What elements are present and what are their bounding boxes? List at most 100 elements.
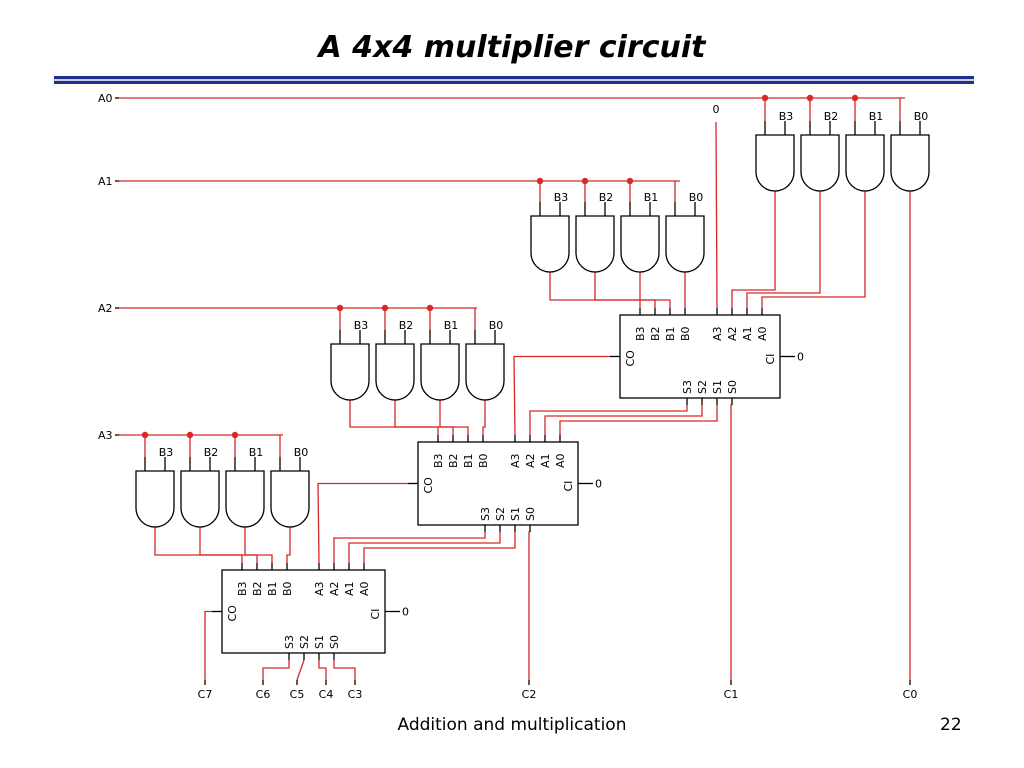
junction-dot xyxy=(851,94,859,102)
junction-dot xyxy=(761,94,769,102)
adder-pin-a2: A2 xyxy=(726,326,739,341)
adder-pin-b1: B1 xyxy=(462,453,475,468)
gate-label-b2: B2 xyxy=(599,191,614,204)
sum-to-adder-wire xyxy=(559,405,718,435)
and-gate-0-0 xyxy=(755,134,795,192)
input-label-a0: A0 xyxy=(98,92,113,105)
output-label-c3: C3 xyxy=(348,688,363,701)
input-label-a2: A2 xyxy=(98,302,113,315)
gate-label-b2: B2 xyxy=(824,110,839,123)
adder-pin-a1: A1 xyxy=(343,581,356,596)
junction-dot xyxy=(336,304,344,312)
gate-label-b2: B2 xyxy=(204,446,219,459)
gate-to-adder-wire xyxy=(199,527,258,563)
junction-dot xyxy=(426,304,434,312)
input-label-a1: A1 xyxy=(98,175,113,188)
adder-pin-b2: B2 xyxy=(649,326,662,341)
and-gate-2-3 xyxy=(465,343,505,401)
output-wire-c6 xyxy=(262,660,290,680)
adder-pin-b3: B3 xyxy=(236,581,249,596)
and-gate-2-2 xyxy=(420,343,460,401)
gate-label-b3: B3 xyxy=(159,446,174,459)
adder-pin-b3: B3 xyxy=(432,453,445,468)
constant-zero-label: 0 xyxy=(713,103,720,116)
junction-dot xyxy=(231,431,239,439)
adder-ci-value: 0 xyxy=(595,478,602,491)
adder-pin-a1: A1 xyxy=(539,453,552,468)
adder-pin-a2: A2 xyxy=(328,581,341,596)
and-gate-0-3 xyxy=(890,134,930,192)
gate-label-b1: B1 xyxy=(644,191,659,204)
adder-pin-s3: S3 xyxy=(681,380,694,394)
and-gate-1-2 xyxy=(620,215,660,273)
gate-label-b3: B3 xyxy=(554,191,569,204)
gate-to-adder-wire xyxy=(482,400,486,435)
junction-dot xyxy=(186,431,194,439)
output-label-c5: C5 xyxy=(290,688,305,701)
adder-pin-s0: S0 xyxy=(726,380,739,394)
adder-pin-s1: S1 xyxy=(313,635,326,649)
and-gate-3-0 xyxy=(135,470,175,528)
adder-pin-co: CO xyxy=(226,605,239,622)
adder-pin-s2: S2 xyxy=(298,635,311,649)
gate-label-b0: B0 xyxy=(914,110,929,123)
adder-pin-s2: S2 xyxy=(494,507,507,521)
adder-ci-value: 0 xyxy=(402,606,409,619)
and-gate-1-1 xyxy=(575,215,615,273)
gate-to-adder-wire xyxy=(639,272,671,308)
sum-to-adder-wire xyxy=(348,532,501,563)
adder-pin-s1: S1 xyxy=(711,380,724,394)
output-label-c6: C6 xyxy=(256,688,271,701)
output-wire-c7 xyxy=(204,610,212,680)
junction-dot xyxy=(381,304,389,312)
adder-pin-s3: S3 xyxy=(283,635,296,649)
gate-to-adder-wire xyxy=(244,527,273,563)
adder-pin-s1: S1 xyxy=(509,507,522,521)
and-gate-1-3 xyxy=(665,215,705,273)
adder-ci-value: 0 xyxy=(797,351,804,364)
adder-pin-b2: B2 xyxy=(251,581,264,596)
output-wire-c1 xyxy=(730,404,732,680)
carry-out-wire xyxy=(513,355,610,436)
and-gate-1-0 xyxy=(530,215,570,273)
and-gate-0-1 xyxy=(800,134,840,192)
adder-pin-co: CO xyxy=(422,477,435,494)
adder-pin-ci: CI xyxy=(562,481,575,492)
adder-pin-s0: S0 xyxy=(328,635,341,649)
page-number: 22 xyxy=(940,715,962,735)
adder-pin-s3: S3 xyxy=(479,507,492,521)
adder-pin-a0: A0 xyxy=(756,326,769,341)
gate-label-b3: B3 xyxy=(779,110,794,123)
and-gate-3-3 xyxy=(270,470,310,528)
sum-to-adder-wire xyxy=(363,532,516,563)
junction-dot xyxy=(536,177,544,185)
junction-dot xyxy=(581,177,589,185)
junction-dot xyxy=(141,431,149,439)
adder-pin-s2: S2 xyxy=(696,380,709,394)
adder-pin-b1: B1 xyxy=(266,581,279,596)
sum-to-adder-wire xyxy=(333,532,486,563)
adder-pin-b0: B0 xyxy=(679,326,692,341)
title-rule-highlight xyxy=(54,79,974,81)
adder-pin-a0: A0 xyxy=(554,453,567,468)
output-label-c7: C7 xyxy=(198,688,213,701)
and-gate-0-2 xyxy=(845,134,885,192)
junction-dot xyxy=(626,177,634,185)
page-title: A 4x4 multiplier circuit xyxy=(318,30,706,65)
partial-product-wire xyxy=(731,191,776,308)
gate-to-adder-wire xyxy=(594,272,656,308)
carry-out-wire xyxy=(317,482,408,564)
adder-pin-co: CO xyxy=(624,350,637,367)
adder-pin-s0: S0 xyxy=(524,507,537,521)
adder-pin-a0: A0 xyxy=(358,581,371,596)
output-wire-c5 xyxy=(296,659,305,681)
gate-to-adder-wire xyxy=(439,400,469,435)
output-wire-c2 xyxy=(528,531,530,680)
gate-label-b0: B0 xyxy=(489,319,504,332)
adder-block-2 xyxy=(417,441,579,526)
adder-pin-b0: B0 xyxy=(281,581,294,596)
and-gate-2-0 xyxy=(330,343,370,401)
adder-pin-b0: B0 xyxy=(477,453,490,468)
and-gate-3-2 xyxy=(225,470,265,528)
